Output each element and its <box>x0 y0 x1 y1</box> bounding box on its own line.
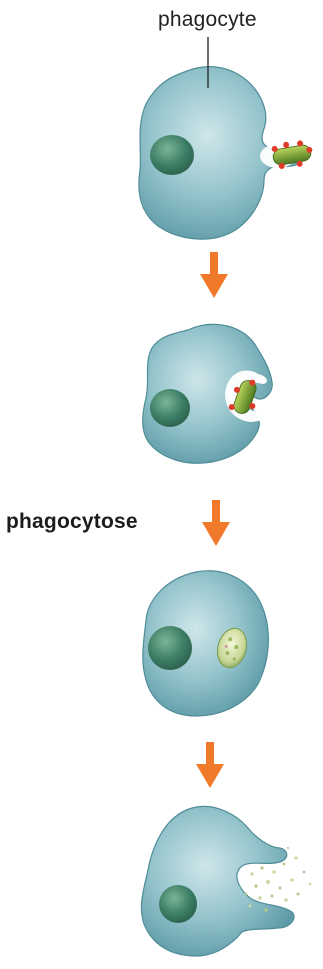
stage-4-cell <box>141 806 294 956</box>
arrow-down-icon <box>196 742 224 788</box>
nucleus <box>159 885 197 923</box>
phagocyte-body <box>141 806 294 956</box>
nucleus <box>150 135 194 175</box>
arrow-down-icon <box>202 500 230 546</box>
nucleus <box>148 626 192 670</box>
nucleus <box>150 389 190 427</box>
phagocyte-label: phagocyte <box>158 8 257 32</box>
stage-3-cell <box>143 571 269 716</box>
arrow-down-icon <box>200 252 228 298</box>
process-label: phagocytose <box>6 510 138 534</box>
